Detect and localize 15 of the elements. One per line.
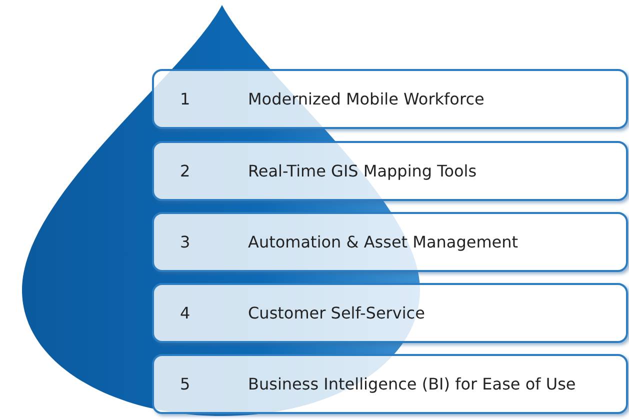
list-item-box	[152, 69, 628, 129]
list-item-box	[152, 212, 628, 272]
item-number: 1	[180, 90, 190, 108]
list-item-box	[152, 283, 628, 343]
list-item-box	[152, 141, 628, 201]
item-label: Customer Self-Service	[248, 304, 425, 322]
item-number: 4	[180, 304, 190, 322]
list-item-box	[152, 354, 628, 414]
item-number: 2	[180, 162, 190, 180]
item-label: Business Intelligence (BI) for Ease of Use	[248, 374, 576, 394]
item-label: Modernized Mobile Workforce	[248, 90, 484, 108]
item-number: 5	[180, 374, 190, 394]
item-number: 3	[180, 232, 190, 252]
item-label: Real-Time GIS Mapping Tools	[248, 162, 477, 180]
item-label: Automation & Asset Management	[248, 232, 518, 252]
